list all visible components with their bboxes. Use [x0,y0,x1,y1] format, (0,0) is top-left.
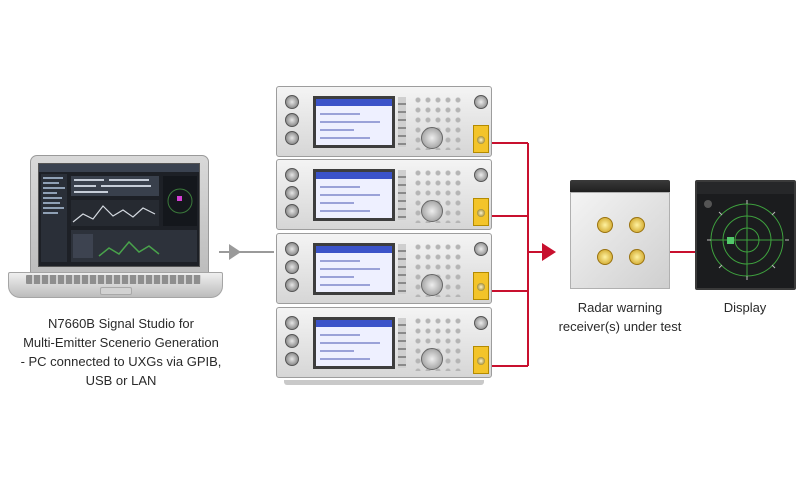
pc-caption-line: - PC connected to UXGs via GPIB, [20,354,222,369]
control-arrow-icon [229,244,241,260]
uxg-instrument-2 [276,159,492,230]
rf-output-port [473,125,489,153]
softkeys [398,318,406,368]
front-panel-knobs [283,316,303,371]
antenna-element-icon [629,249,645,265]
uxg-instrument-4 [276,307,492,378]
laptop-keyboard [26,275,201,284]
connector-icon [285,352,299,366]
connector-icon [285,95,299,109]
connector-icon [285,113,299,127]
connector-icon [285,242,299,256]
rf-output-connector-icon [477,209,485,217]
pc-caption-line: N7660B Signal Studio for [48,316,194,331]
display-caption: Display [723,300,767,315]
rf-output-port [473,272,489,300]
softkeys [398,244,406,294]
pc-caption-line: USB or LAN [85,373,157,388]
rotary-knob-icon [421,127,443,149]
rf-output-connector-icon [477,136,485,144]
connector-icon [474,168,488,182]
rf-output-port [473,346,489,374]
instrument-screen [313,169,395,221]
radar-display [695,180,796,290]
receiver-top [570,180,670,192]
pc-caption-line: Multi-Emitter Scenerio Generation [23,335,219,350]
rf-output-connector-icon [477,283,485,291]
antenna-element-icon [597,249,613,265]
connector-icon [474,316,488,330]
uxg-instrument-1 [276,86,492,157]
connector-icon [285,260,299,274]
connector-icon [285,316,299,330]
instrument-screen [313,96,395,148]
rotary-knob-icon [421,274,443,296]
laptop-touchpad [100,287,132,295]
front-panel-knobs [283,168,303,223]
instrument-stand [284,380,484,385]
softkeys [398,97,406,147]
connector-icon [285,168,299,182]
softkeys [398,170,406,220]
antenna-element-icon [629,217,645,233]
connector-icon [285,334,299,348]
radar-scope-icon [697,182,794,280]
front-panel-knobs [283,95,303,150]
signal-studio-software-icon [39,164,199,262]
rf-arrow-icon [542,243,556,261]
rf-output-port [473,198,489,226]
receiver-caption: Radar warning receiver(s) under test [540,298,700,336]
front-panel-knobs [283,242,303,297]
receiver-caption-line: receiver(s) under test [558,319,682,334]
connector-icon [285,278,299,292]
rf-link-lines [490,142,544,367]
connector-icon [285,204,299,218]
connector-icon [474,242,488,256]
pc-caption: N7660B Signal Studio for Multi-Emitter S… [12,314,230,390]
connector-icon [285,186,299,200]
receiver-face [570,192,670,289]
instrument-screen [313,243,395,295]
instrument-screen [313,317,395,369]
rotary-knob-icon [421,348,443,370]
rf-output-connector-icon [477,357,485,365]
laptop-screen [38,163,200,267]
connector-icon [285,131,299,145]
receiver-caption-line: Radar warning [577,300,663,315]
uxg-instrument-3 [276,233,492,304]
connector-icon [474,95,488,109]
rotary-knob-icon [421,200,443,222]
antenna-element-icon [597,217,613,233]
